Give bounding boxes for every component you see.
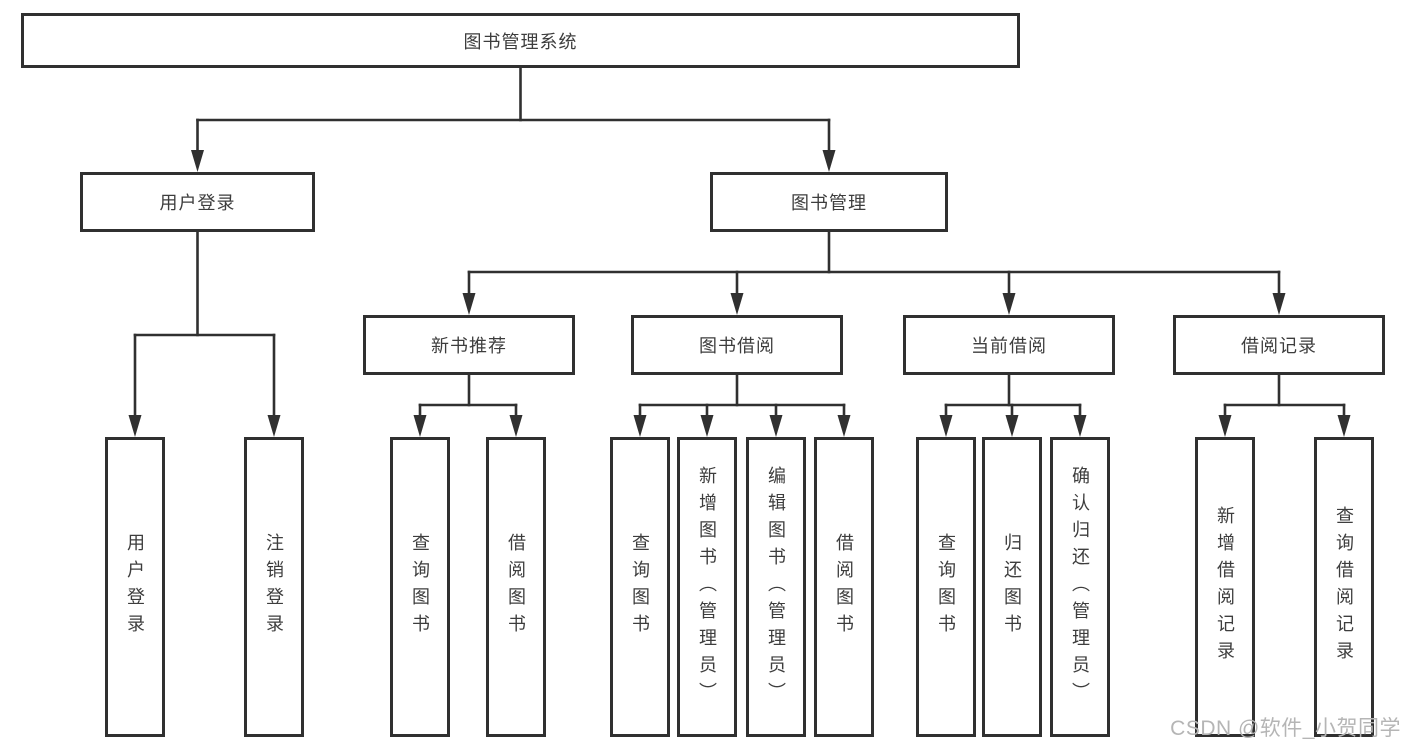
leaf-return-book: 归还图书 [982, 437, 1042, 737]
leaf-query-books-recommend-label: 查询图书 [410, 533, 430, 641]
node-new-book-recommend-label: 新书推荐 [431, 336, 507, 356]
arrowheads [128, 150, 1351, 437]
leaf-user-login-label: 用户登录 [125, 533, 145, 641]
node-user-login: 用户登录 [80, 172, 315, 232]
leaf-edit-book-admin-label: 编辑图书（管理员） [766, 465, 786, 709]
leaf-query-books-current-label: 查询图书 [936, 533, 956, 641]
leaf-return-book-label: 归还图书 [1002, 533, 1022, 641]
leaf-query-borrow-record: 查询借阅记录 [1314, 437, 1374, 737]
node-new-book-recommend: 新书推荐 [363, 315, 575, 375]
leaf-add-borrow-record-label: 新增借阅记录 [1215, 506, 1235, 668]
leaf-confirm-return-admin: 确认归还（管理员） [1050, 437, 1110, 737]
leaf-user-login: 用户登录 [105, 437, 165, 737]
leaf-query-books-current: 查询图书 [916, 437, 976, 737]
leaf-borrow-books: 借阅图书 [814, 437, 874, 737]
leaf-query-books-borrow: 查询图书 [610, 437, 670, 737]
leaf-query-books-borrow-label: 查询图书 [630, 533, 650, 641]
leaf-confirm-return-admin-label: 确认归还（管理员） [1070, 465, 1090, 709]
leaf-query-borrow-record-label: 查询借阅记录 [1334, 506, 1354, 668]
leaf-logout: 注销登录 [244, 437, 304, 737]
node-current-borrow: 当前借阅 [903, 315, 1115, 375]
leaf-borrow-books-label: 借阅图书 [834, 533, 854, 641]
node-user-login-label: 用户登录 [159, 193, 236, 213]
node-current-borrow-label: 当前借阅 [971, 336, 1047, 356]
leaf-add-book-admin: 新增图书（管理员） [677, 437, 737, 737]
node-root-label: 图书管理系统 [463, 31, 578, 52]
watermark: CSDN @软件_小贺同学 [1170, 717, 1401, 740]
leaf-add-borrow-record: 新增借阅记录 [1195, 437, 1255, 737]
node-borrow-records: 借阅记录 [1173, 315, 1385, 375]
node-borrow-records-label: 借阅记录 [1241, 336, 1317, 356]
node-book-management-label: 图书管理 [791, 193, 867, 213]
node-book-management: 图书管理 [710, 172, 948, 232]
leaf-add-book-admin-label: 新增图书（管理员） [697, 465, 717, 709]
node-root: 图书管理系统 [21, 13, 1020, 68]
leaf-borrow-books-recommend-label: 借阅图书 [506, 533, 526, 641]
node-book-borrow: 图书借阅 [631, 315, 843, 375]
leaf-borrow-books-recommend: 借阅图书 [486, 437, 546, 737]
leaf-logout-label: 注销登录 [264, 533, 284, 641]
node-book-borrow-label: 图书借阅 [699, 336, 775, 356]
leaf-edit-book-admin: 编辑图书（管理员） [746, 437, 806, 737]
leaf-query-books-recommend: 查询图书 [390, 437, 450, 737]
